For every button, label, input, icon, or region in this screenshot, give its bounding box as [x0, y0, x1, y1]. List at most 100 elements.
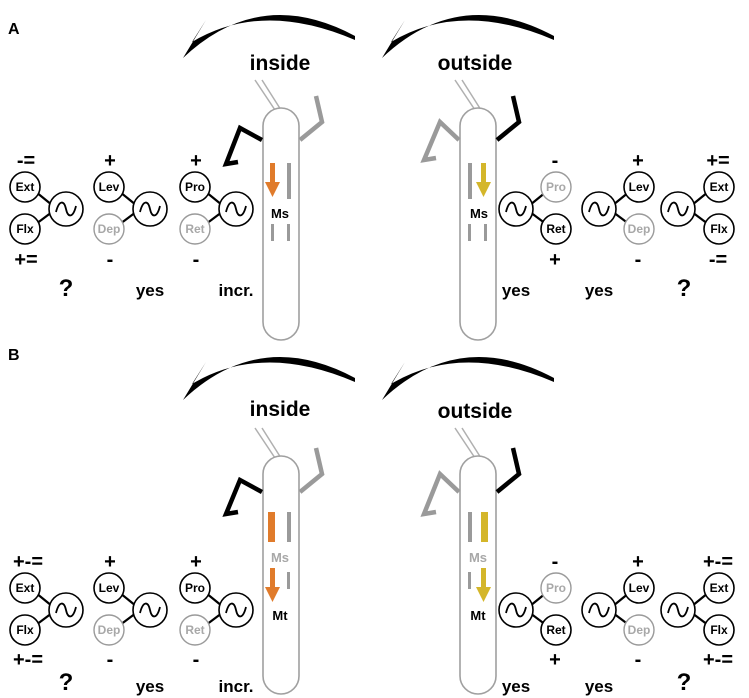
sign-top: +: [104, 150, 116, 172]
answer: yes: [585, 281, 613, 300]
sine-wave-icon: [667, 602, 689, 618]
answer: yes: [136, 281, 164, 300]
neuron-flx: [9, 614, 41, 646]
insect-thorax: [459, 455, 497, 695]
sine-wave-icon: [55, 201, 77, 217]
stim-arrow-inside: [265, 163, 280, 197]
answer: ?: [677, 669, 692, 696]
answer: incr.: [219, 281, 254, 300]
segment-bar: [287, 163, 291, 199]
answer: yes: [502, 281, 530, 300]
neuron-flx-label: Flx: [710, 623, 728, 637]
sine-wave-icon: [505, 201, 527, 217]
neuron-ext-label: Ext: [710, 581, 729, 595]
neuron-dep-label: Dep: [98, 222, 121, 236]
leg-left-gray: [420, 470, 461, 517]
motor-arrow-outside: [476, 568, 491, 602]
segment-bar: [271, 224, 274, 241]
neuron-pro-label: Pro: [546, 180, 566, 194]
sine-wave-icon: [139, 201, 161, 217]
neuron-pro: [179, 572, 211, 604]
neuron-ext: [703, 572, 735, 604]
eye-arc: [183, 357, 355, 400]
sine-wave-icon: [225, 201, 247, 217]
inside-label: inside: [250, 52, 311, 75]
sign-bottom: +-=: [13, 649, 43, 671]
sign-top: +: [632, 551, 644, 573]
neuron-lev: [623, 171, 655, 203]
neuron-flx-label: Flx: [16, 623, 34, 637]
sign-bottom: -: [107, 649, 114, 671]
panel-letter: A: [8, 21, 20, 38]
segment-bar: [468, 572, 471, 589]
segment-bar: [468, 224, 471, 241]
leg-right-gray: [298, 95, 325, 142]
electrode: [454, 427, 482, 459]
insect-thorax: [262, 107, 300, 341]
cpg-pro-ret-right: - Pro Ret + yes: [498, 150, 572, 300]
cpg-pro-ret-left: + Pro Ret - incr.: [179, 551, 254, 696]
active-segment-bar: [268, 512, 275, 542]
sine-wave-icon: [667, 201, 689, 217]
cpg-pro-ret-right: - Pro Ret + yes: [498, 551, 572, 696]
neuron-ret: [179, 614, 211, 646]
cpg-lev-dep-left: + Lev Dep - yes: [93, 150, 168, 300]
neuron-ext: [9, 572, 41, 604]
motor-label: Mt: [470, 608, 486, 623]
sine-wave-icon: [225, 602, 247, 618]
neuron-lev: [93, 171, 125, 203]
neuron-lev: [93, 572, 125, 604]
sine-wave-icon: [139, 602, 161, 618]
neuron-ext-label: Ext: [16, 180, 35, 194]
neuron-ret-label: Ret: [546, 222, 565, 236]
panel-a: A inside Ms outside: [8, 15, 735, 341]
sign-bottom: -: [193, 649, 200, 671]
segment-bar: [468, 512, 472, 542]
sign-top: +: [190, 150, 202, 172]
outside-view: outside Ms: [382, 15, 554, 341]
sign-bottom: +: [549, 649, 561, 671]
answer: ?: [677, 275, 692, 302]
sign-top: +: [632, 150, 644, 172]
neuron-ext: [703, 171, 735, 203]
leg-right-black: [495, 447, 522, 494]
leg-left-black: [222, 124, 264, 167]
sign-bottom: -: [193, 249, 200, 271]
leg-left-black: [222, 476, 264, 517]
neuron-dep-label: Dep: [628, 623, 651, 637]
stim-label: Ms: [470, 206, 488, 221]
answer: incr.: [219, 677, 254, 696]
eye-arc: [382, 357, 554, 400]
panel-b: B inside Ms Mt outside: [8, 347, 735, 696]
cpg-ext-flx-left: -= Ext Flx += ?: [9, 150, 84, 302]
neuron-ret: [540, 213, 572, 245]
neuron-ext: [9, 171, 41, 203]
neuron-pro-label: Pro: [185, 581, 205, 595]
neuron-pro: [540, 171, 572, 203]
neuron-lev-label: Lev: [629, 581, 650, 595]
outside-label: outside: [438, 400, 513, 423]
stim-label: Ms: [271, 550, 289, 565]
motor-label: Mt: [272, 608, 288, 623]
sign-bottom: +-=: [703, 649, 733, 671]
sign-bottom: -: [635, 249, 642, 271]
outside-view: outside Ms Mt: [382, 357, 554, 695]
cpg-lev-dep-right: + Lev Dep - yes: [581, 150, 655, 300]
neuron-dep: [93, 213, 125, 245]
electrode: [254, 79, 282, 111]
neuron-flx: [703, 614, 735, 646]
sign-bottom: +: [549, 249, 561, 271]
sign-top: +-=: [703, 551, 733, 573]
cpg-lev-dep-right: + Lev Dep - yes: [581, 551, 655, 696]
inside-view: inside Ms: [183, 15, 355, 341]
insect-thorax: [459, 107, 497, 341]
leg-right-black: [495, 95, 522, 142]
neuron-dep-label: Dep: [628, 222, 651, 236]
neuron-flx-label: Flx: [16, 222, 34, 236]
neuron-pro: [540, 572, 572, 604]
leg-left-gray: [420, 118, 461, 163]
neuron-ret: [179, 213, 211, 245]
cpg-ext-flx-left: +-= Ext Flx +-= ?: [9, 551, 84, 696]
sign-top: +-=: [13, 551, 43, 573]
